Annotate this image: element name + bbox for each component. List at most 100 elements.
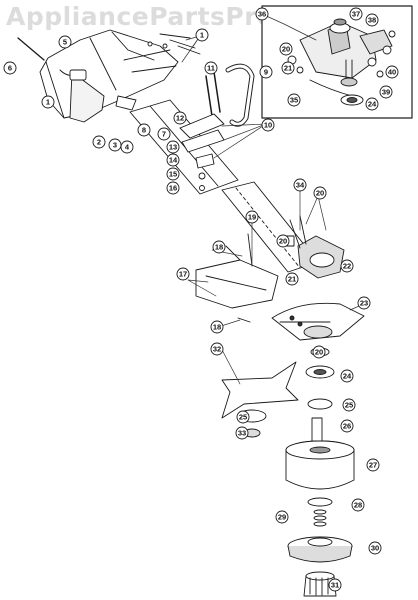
callout-3: 3 (108, 138, 122, 152)
callout-number: 21 (288, 275, 296, 284)
callout-26: 26 (340, 419, 354, 433)
callout-18: 18 (210, 320, 224, 334)
callout-circle (293, 178, 307, 192)
spring (313, 509, 327, 527)
callout-11: 11 (204, 61, 218, 75)
callout-21: 21 (285, 272, 299, 286)
callout-number: 14 (169, 156, 178, 165)
callout-circle (210, 320, 224, 334)
callout-circle (365, 97, 379, 111)
bearing (305, 365, 335, 379)
callout-20: 20 (312, 345, 326, 359)
callout-circle (157, 127, 171, 141)
callout-circle (204, 61, 218, 75)
callout-number: 18 (215, 243, 223, 252)
callout-number: 7 (162, 130, 166, 139)
callout-23: 23 (357, 296, 371, 310)
callout-circle (255, 7, 269, 21)
debris-guard (195, 233, 279, 323)
callout-number: 21 (284, 64, 292, 73)
callout-number: 32 (213, 345, 221, 354)
callout-number: 18 (213, 323, 221, 332)
bump-knob (303, 571, 337, 597)
callout-30: 30 (368, 541, 382, 555)
callout-18: 18 (212, 240, 226, 254)
callout-24: 24 (365, 97, 379, 111)
callout-number: 38 (368, 16, 376, 25)
callout-circle (385, 65, 399, 79)
callout-number: 10 (264, 121, 272, 130)
callout-number: 20 (316, 189, 324, 198)
callout-6: 6 (3, 61, 17, 75)
callout-number: 11 (207, 64, 215, 73)
callout-number: 5 (63, 38, 67, 47)
callout-number: 35 (290, 96, 298, 105)
callout-circle (276, 234, 290, 248)
callout-circle (342, 398, 356, 412)
callout-34: 34 (293, 178, 307, 192)
callout-1: 1 (41, 95, 55, 109)
callout-circle (366, 458, 380, 472)
callout-circle (340, 369, 354, 383)
callout-39: 39 (379, 85, 393, 99)
callout-36: 36 (255, 7, 269, 21)
callout-number: 28 (354, 501, 362, 510)
callout-21: 21 (281, 61, 295, 75)
callout-9: 9 (259, 65, 273, 79)
callout-number: 27 (369, 461, 377, 470)
callout-10: 10 (261, 118, 275, 132)
callout-number: 25 (239, 413, 247, 422)
callout-circle (340, 419, 354, 433)
callout-number: 1 (200, 31, 204, 40)
callout-number: 4 (125, 143, 130, 152)
callout-number: 23 (360, 299, 368, 308)
callout-19: 19 (245, 210, 259, 224)
callout-28: 28 (351, 498, 365, 512)
trimmer-head-housing (285, 440, 355, 490)
callout-circle (357, 296, 371, 310)
callout-22: 22 (340, 259, 354, 273)
callout-24: 24 (340, 369, 354, 383)
callout-13: 13 (166, 140, 180, 154)
callout-number: 19 (248, 213, 256, 222)
callout-circle (281, 61, 295, 75)
callout-circle (173, 111, 187, 125)
line-spool (287, 536, 353, 563)
callout-number: 36 (258, 10, 266, 19)
callout-circle (137, 123, 151, 137)
callout-circle (3, 61, 17, 75)
callout-number: 20 (279, 237, 287, 246)
callout-17: 17 (176, 267, 190, 281)
callout-33: 33 (235, 426, 249, 440)
callout-20: 20 (313, 186, 327, 200)
callout-circle (313, 186, 327, 200)
callout-number: 12 (176, 114, 184, 123)
callout-5: 5 (58, 35, 72, 49)
callout-37: 37 (349, 7, 363, 21)
callout-7: 7 (157, 127, 171, 141)
callout-number: 29 (278, 513, 286, 522)
callout-number: 40 (388, 68, 396, 77)
callout-25: 25 (236, 410, 250, 424)
callout-29: 29 (275, 510, 289, 524)
callout-circle (166, 153, 180, 167)
callout-circle (166, 167, 180, 181)
callout-number: 22 (343, 262, 351, 271)
gear-head (279, 215, 345, 279)
callout-27: 27 (366, 458, 380, 472)
callout-number: 15 (169, 170, 177, 179)
callout-circle (210, 342, 224, 356)
callout-circle (58, 35, 72, 49)
retainer-washer (307, 497, 333, 507)
callout-circle (92, 135, 106, 149)
callout-number: 31 (331, 581, 339, 590)
callout-circle (287, 93, 301, 107)
callout-32: 32 (210, 342, 224, 356)
callout-number: 25 (345, 401, 353, 410)
callout-number: 34 (296, 181, 305, 190)
callout-circle (365, 13, 379, 27)
callout-20: 20 (279, 42, 293, 56)
